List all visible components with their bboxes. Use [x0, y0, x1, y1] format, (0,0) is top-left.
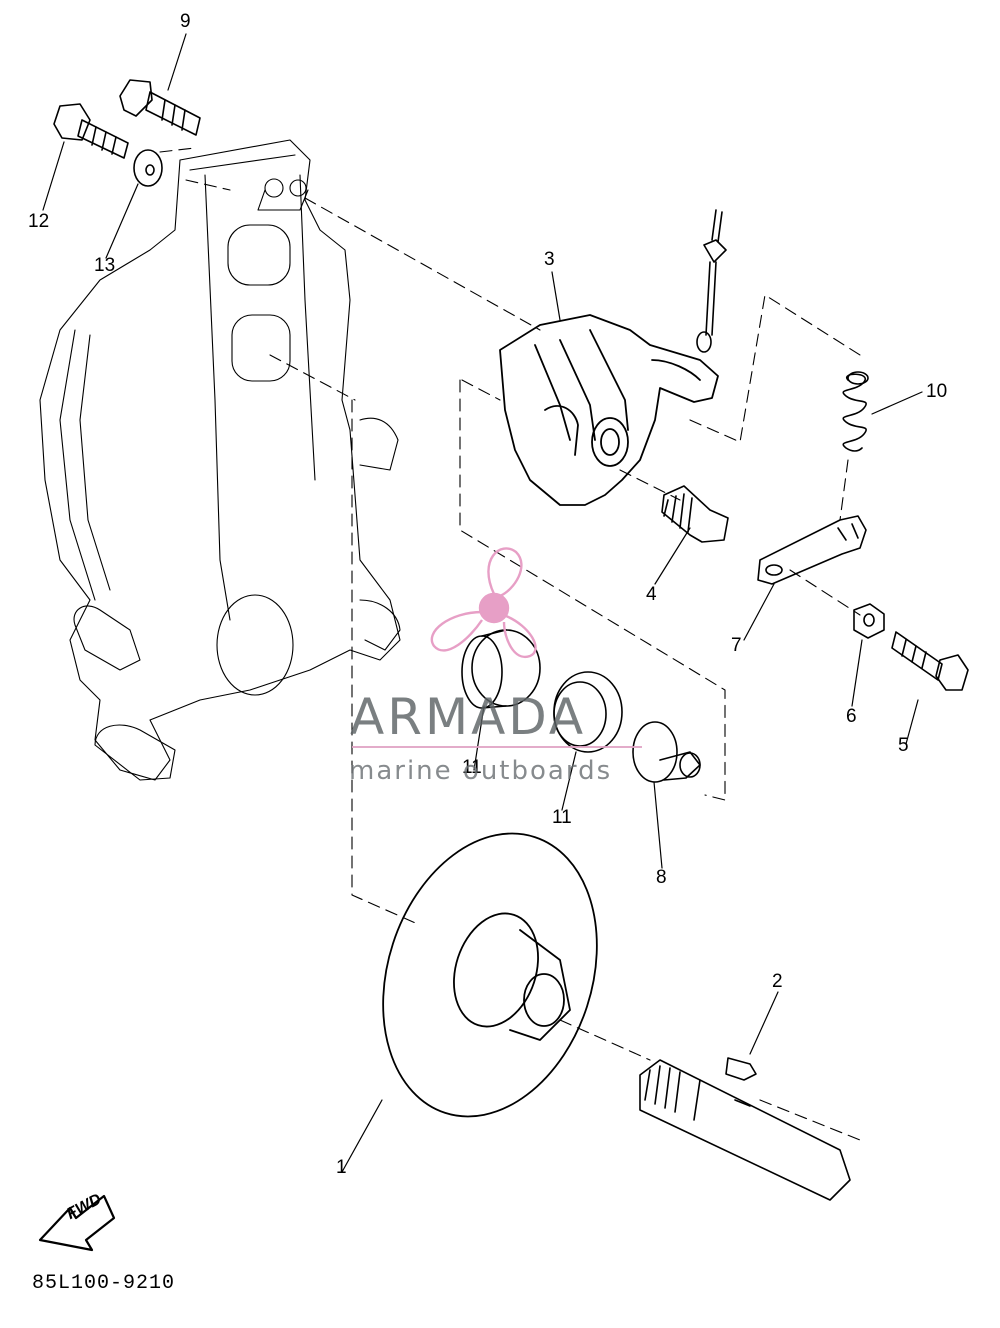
propeller-logo-icon — [430, 547, 537, 659]
bolt-12 — [53, 103, 129, 159]
housing-outline — [39, 139, 401, 781]
disc-1 — [382, 832, 598, 1118]
part-label-4: 4 — [646, 584, 657, 605]
washer-13 — [133, 149, 163, 187]
part-label-5: 5 — [898, 735, 909, 756]
screw-4 — [661, 485, 729, 543]
part-label-3: 3 — [544, 249, 555, 270]
pin-8 — [632, 721, 701, 783]
bushing-11-upper — [461, 629, 541, 709]
leader-lines — [42, 33, 923, 1173]
diagram-code: 85L100-9210 — [32, 1272, 176, 1295]
part-label-10: 10 — [926, 381, 948, 402]
spring-10 — [842, 371, 869, 452]
key-2 — [725, 1057, 757, 1081]
fwd-arrow-icon — [38, 1194, 116, 1252]
watermark-tagline: marine outboards — [349, 756, 613, 786]
shaft — [639, 1059, 851, 1201]
part-label-11-upper: 11 — [462, 757, 482, 778]
part-label-8: 8 — [656, 867, 667, 888]
reference-lines — [159, 147, 861, 1141]
watermark-rule — [352, 746, 642, 748]
watermark-brand: ARMADA — [350, 688, 587, 746]
part-label-1: 1 — [336, 1157, 347, 1178]
part-label-13: 13 — [94, 255, 116, 276]
part-label-2: 2 — [772, 971, 783, 992]
cable-rod — [696, 209, 727, 353]
part-label-9: 9 — [180, 11, 191, 32]
lever-7 — [757, 515, 867, 585]
part-label-6: 6 — [846, 706, 857, 727]
bolt-9 — [119, 79, 201, 136]
part-label-7: 7 — [731, 635, 742, 656]
nut-6 — [853, 603, 885, 639]
bracket-3 — [499, 314, 719, 506]
bolt-5 — [891, 631, 969, 691]
part-label-12: 12 — [28, 211, 50, 232]
part-label-11-lower: 11 — [552, 807, 572, 828]
